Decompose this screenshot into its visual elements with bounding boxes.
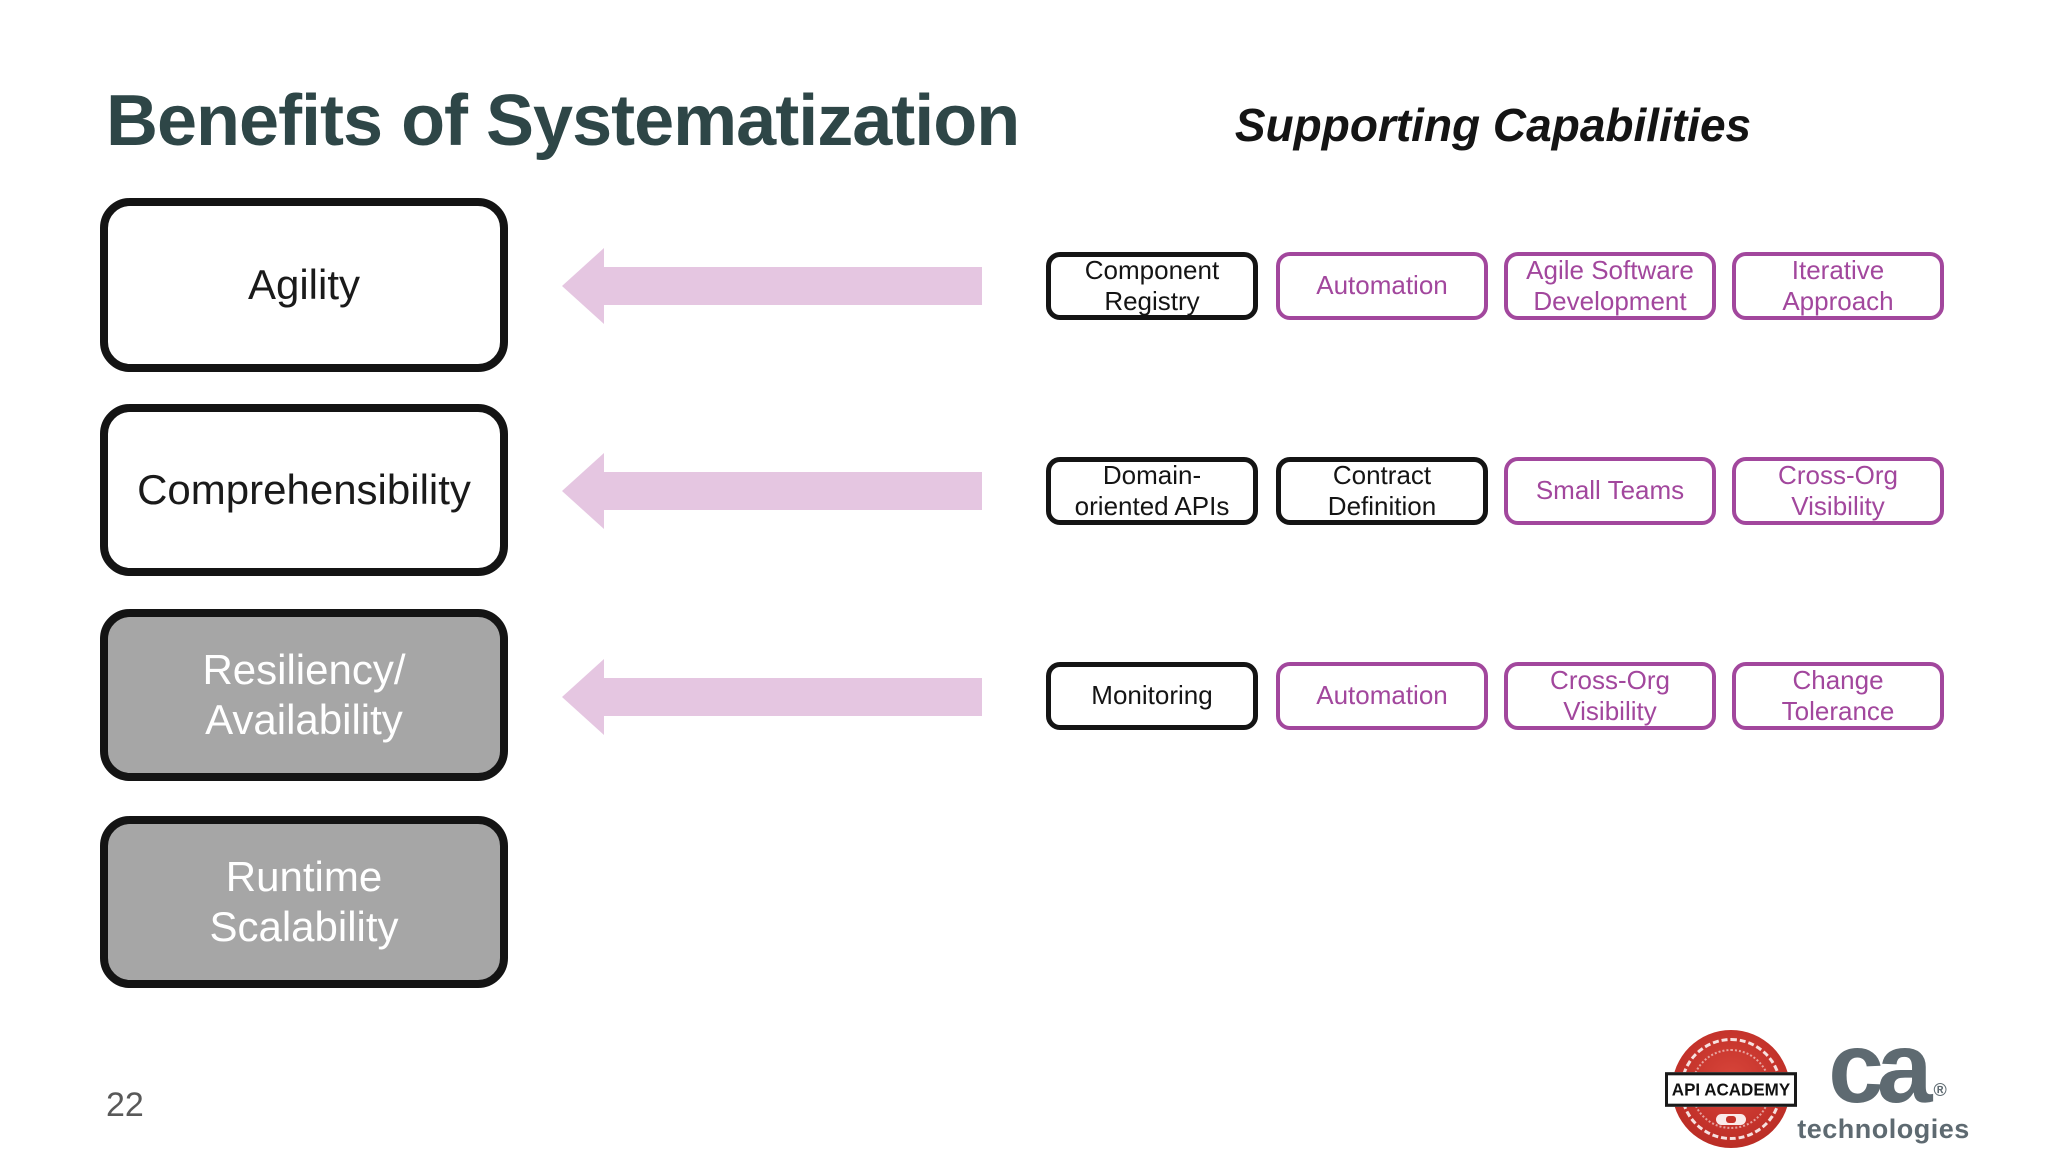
capability-box-automation: Automation <box>1276 662 1488 730</box>
ca-subtext: technologies <box>1797 1114 1970 1144</box>
capability-box-monitoring: Monitoring <box>1046 662 1258 730</box>
benefit-box-comprehensibility: Comprehensibility <box>100 404 508 576</box>
left-arrow-icon <box>562 453 982 529</box>
capability-box-automation: Automation <box>1276 252 1488 320</box>
ca-wordmark: ca® <box>1796 1018 1971 1118</box>
capability-box-cross-org-visibility: Cross-Org Visibility <box>1504 662 1716 730</box>
arrow-shaft <box>602 678 982 716</box>
benefit-label: Runtime Scalability <box>209 853 399 950</box>
badge-emblem <box>1716 1114 1746 1125</box>
arrow-shaft <box>602 472 982 510</box>
api-academy-label: API ACADEMY <box>1665 1072 1797 1107</box>
capability-label: Change Tolerance <box>1781 664 1895 726</box>
left-arrow-icon <box>562 248 982 324</box>
benefit-box-runtime-scalability: Runtime Scalability <box>100 816 508 988</box>
capability-box-change-tolerance: Change Tolerance <box>1732 662 1944 730</box>
capability-box-domain-oriented-apis: Domain- oriented APIs <box>1046 457 1258 525</box>
capability-box-contract-definition: Contract Definition <box>1276 457 1488 525</box>
page-title: Benefits of Systematization <box>106 81 1020 162</box>
capability-label: Monitoring <box>1091 680 1213 711</box>
ca-letters: ca <box>1828 1012 1932 1124</box>
capability-label: Iterative Approach <box>1782 254 1894 316</box>
arrow-head <box>562 659 604 735</box>
supporting-capabilities-heading: Supporting Capabilities <box>1234 99 1752 151</box>
arrow-shaft <box>602 267 982 305</box>
capability-label: Domain- oriented APIs <box>1074 459 1230 521</box>
benefit-box-resiliency-availability: Resiliency/ Availability <box>100 609 508 781</box>
benefit-label: Resiliency/ Availability <box>202 646 406 743</box>
benefit-box-agility: Agility <box>100 198 508 372</box>
benefit-label: Agility <box>247 261 361 309</box>
capability-label: Small Teams <box>1535 475 1685 506</box>
api-academy-logo: API ACADEMY <box>1665 1030 1797 1148</box>
benefit-label: Comprehensibility <box>137 466 471 514</box>
capability-label: Agile Software Development <box>1526 254 1694 316</box>
capability-label: Automation <box>1316 680 1448 711</box>
registered-mark-icon: ® <box>1933 1080 1947 1100</box>
capability-label: Cross-Org Visibility <box>1550 664 1670 726</box>
arrow-head <box>562 453 604 529</box>
capability-box-agile-software-development: Agile Software Development <box>1504 252 1716 320</box>
capability-box-cross-org-visibility: Cross-Org Visibility <box>1732 457 1944 525</box>
capability-label: Component Registry <box>1084 254 1220 316</box>
capability-label: Cross-Org Visibility <box>1778 459 1898 521</box>
capability-label: Automation <box>1316 270 1448 301</box>
capability-box-small-teams: Small Teams <box>1504 457 1716 525</box>
left-arrow-icon <box>562 659 982 735</box>
ca-technologies-logo: ca® technologies <box>1796 1018 1971 1145</box>
capability-box-iterative-approach: Iterative Approach <box>1732 252 1944 320</box>
arrow-head <box>562 248 604 324</box>
capability-label: Contract Definition <box>1327 459 1437 521</box>
page-number: 22 <box>106 1086 144 1124</box>
capability-box-component-registry: Component Registry <box>1046 252 1258 320</box>
